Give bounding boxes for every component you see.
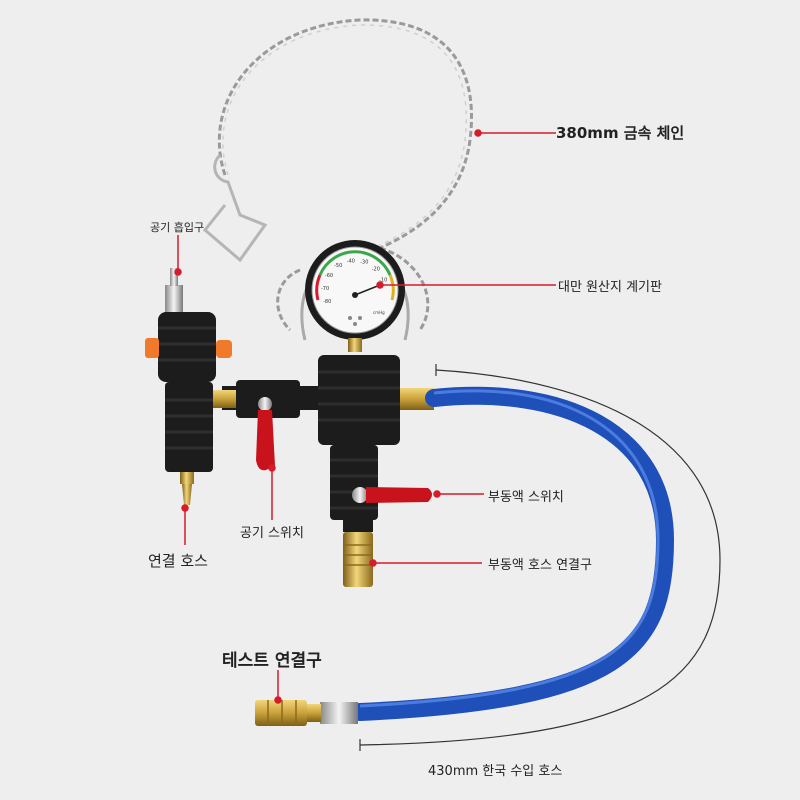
gauge-scale-label: -50 [334, 263, 342, 269]
coolant-hose [351, 386, 675, 721]
air-switch-label: 공기 스위치 [240, 526, 304, 541]
air-inlet-label: 공기 흡입구 [150, 221, 205, 234]
connect-hose-label: 연결 호스 [148, 552, 208, 570]
gauge-label: 대만 원산지 계기판 [558, 280, 662, 295]
pressure-gauge: cmHg -10 -20 -30 -40 -50-60 -70 -80 [300, 240, 410, 352]
gauge-scale-label: -20 [372, 266, 380, 272]
air-inlet-assembly [145, 268, 232, 505]
gauge-scale-label: -80 [323, 299, 331, 305]
chain-label: 380mm 금속 체인 [556, 124, 685, 142]
leader-lines [174, 129, 556, 704]
hose-length-indicator [359, 364, 721, 751]
gauge-scale-label: -40 [347, 258, 355, 264]
air-switch-valve [256, 397, 275, 471]
gauge-scale-label: -70 [321, 286, 329, 292]
test-connector-label: 테스트 연결구 [222, 651, 322, 671]
manifold-body [212, 355, 434, 445]
coolant-hose-connector-label: 부동액 호스 연결구 [488, 558, 592, 573]
gauge-scale-label: -10 [379, 278, 387, 284]
test-connector [255, 700, 358, 726]
metal-chain [202, 18, 473, 332]
gauge-unit: cmHg [373, 310, 385, 315]
gauge-scale-label: -30 [360, 260, 368, 266]
coolant-switch-label: 부동액 스위치 [488, 490, 564, 505]
coolant-valve-block [330, 445, 432, 587]
hose-label: 430mm 한국 수입 호스 [428, 764, 563, 779]
gauge-scale-label: -60 [325, 273, 333, 279]
